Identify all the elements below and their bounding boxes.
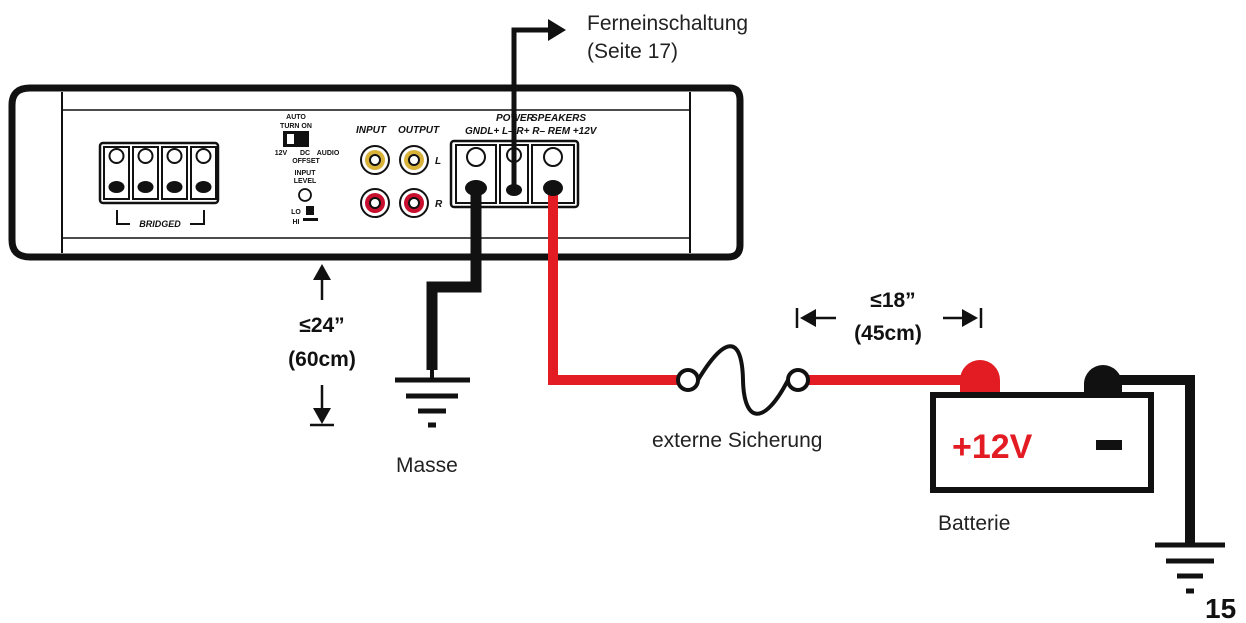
speaker-terminal-block: BRIDGED <box>98 141 220 229</box>
fuse-label: externe Sicherung <box>652 429 822 452</box>
arrow-right-icon <box>548 19 566 41</box>
svg-text:DC: DC <box>300 150 310 157</box>
rca-panel: INPUT OUTPUT L R <box>356 125 443 218</box>
svg-text:AUDIO: AUDIO <box>317 150 340 157</box>
terminal-labels: GNDL+ L– R+ R– REM +12V <box>465 126 598 137</box>
terminal <box>132 146 159 200</box>
arrow-up-icon <box>313 264 331 280</box>
svg-text:INPUT: INPUT <box>295 170 317 177</box>
ground-distance-cm: (60cm) <box>288 348 356 371</box>
arrow-right-icon <box>962 309 978 327</box>
battery-minus-icon <box>1096 440 1122 450</box>
fuse-icon <box>676 344 810 416</box>
input-label: INPUT <box>356 125 387 136</box>
channel-l-label: L <box>435 156 441 167</box>
svg-text:12V: 12V <box>275 150 288 157</box>
dimension-battery: ≤18” (45cm) <box>795 289 983 345</box>
page-number: 15 <box>1205 593 1236 623</box>
arrow-down-icon <box>313 408 331 424</box>
remote-page-label: (Seite 17) <box>587 40 678 63</box>
ground-distance: ≤24” <box>299 314 344 337</box>
svg-text:HI: HI <box>293 219 300 226</box>
switch-knob-icon <box>287 134 294 144</box>
ground-symbol-icon <box>395 368 470 428</box>
ground-wire <box>426 180 487 370</box>
output-label: OUTPUT <box>398 125 440 136</box>
channel-r-label: R <box>435 199 443 210</box>
battery-ground-symbol-icon <box>1155 542 1225 594</box>
input-level-knob-icon <box>298 188 312 202</box>
turn-on-switch: AUTO TURN ON 12V DC AUDIO OFFSET <box>275 114 340 165</box>
ground-label: Masse <box>396 454 458 477</box>
bridged-label: BRIDGED <box>139 219 181 229</box>
arrow-left-icon <box>800 309 816 327</box>
battery-label: Batterie <box>938 512 1010 535</box>
power-wire <box>543 180 978 385</box>
svg-text:OFFSET: OFFSET <box>292 158 320 165</box>
terminal <box>161 146 188 200</box>
battery-ground-wire <box>1103 375 1195 545</box>
switch-body <box>283 131 309 147</box>
ground-terminal-screw-icon <box>466 147 486 167</box>
terminal <box>103 146 130 200</box>
remote-wire <box>506 19 566 196</box>
svg-text:LEVEL: LEVEL <box>294 178 317 185</box>
battery-plus-post-icon <box>960 360 1000 395</box>
terminal <box>190 146 217 200</box>
power-terminal-screw-icon <box>543 147 563 167</box>
battery-plus-label: +12V <box>952 428 1033 466</box>
amplifier: BRIDGED AUTO TURN ON 12V DC AUDIO OFFSET… <box>8 84 744 261</box>
svg-text:TURN ON: TURN ON <box>280 123 312 130</box>
dimension-ground: ≤24” (60cm) <box>288 264 356 427</box>
svg-text:AUTO: AUTO <box>286 114 306 121</box>
svg-text:LO: LO <box>291 209 301 216</box>
battery-distance: ≤18” <box>870 289 915 312</box>
input-level-control: INPUT LEVEL LO HI <box>291 170 318 226</box>
battery-distance-cm: (45cm) <box>854 322 922 345</box>
remote-label: Ferneinschaltung <box>587 12 748 35</box>
svg-text:SPEAKERS: SPEAKERS <box>531 113 586 124</box>
